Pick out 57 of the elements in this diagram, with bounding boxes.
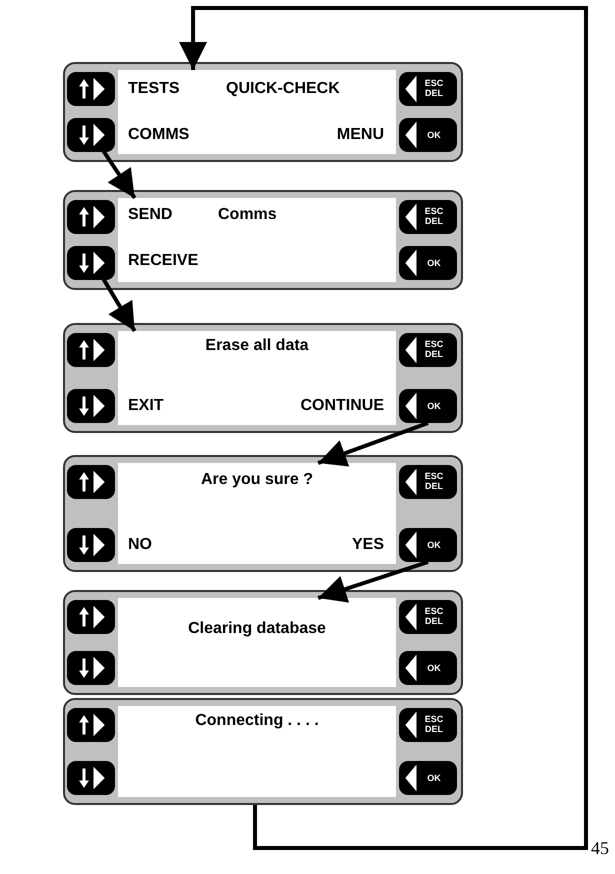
arrow	[101, 277, 136, 332]
screen-text: NO	[128, 536, 152, 554]
screen-text: EXIT	[128, 397, 164, 415]
device-panel	[63, 455, 463, 572]
escape-delete-button: ESC DEL	[399, 465, 457, 499]
scroll-down-button	[67, 118, 115, 152]
escape-delete-button: ESC DEL	[399, 600, 457, 634]
screen-text: MENU	[336, 126, 384, 144]
device-panel	[63, 590, 463, 695]
escape-delete-button: ESC DEL	[399, 708, 457, 742]
screen-text: SEND	[128, 206, 172, 224]
device-panel	[63, 62, 463, 162]
scroll-down-button	[67, 389, 115, 423]
screen-text: Clearing database	[187, 620, 327, 638]
page-number: 45	[591, 838, 609, 859]
scroll-up-button	[67, 200, 115, 234]
scroll-up-button	[67, 465, 115, 499]
arrow	[318, 560, 429, 603]
loop-arrow	[179, 6, 588, 850]
escape-delete-button: ESC DEL	[399, 333, 457, 367]
screen-text: Erase all data	[204, 337, 310, 355]
ok-button: OK	[399, 761, 457, 795]
device-panel	[63, 323, 463, 433]
scroll-down-button	[67, 651, 115, 685]
screen-text: Are you sure ?	[200, 471, 314, 489]
scroll-down-button	[67, 528, 115, 562]
display-screen	[118, 70, 396, 154]
scroll-up-button	[67, 708, 115, 742]
screen-text: Comms	[218, 206, 277, 224]
ok-button: OK	[399, 118, 457, 152]
arrow	[101, 149, 136, 200]
ok-button: OK	[399, 651, 457, 685]
screen-text: RECEIVE	[128, 252, 198, 270]
scroll-up-button	[67, 72, 115, 106]
screen-text: YES	[352, 536, 384, 554]
scroll-up-button	[67, 333, 115, 367]
screen-text: COMMS	[128, 126, 190, 144]
escape-delete-button: ESC DEL	[399, 72, 457, 106]
scroll-down-button	[67, 246, 115, 280]
screen-text: QUICK-CHECK	[226, 80, 340, 98]
display-screen	[118, 198, 396, 282]
device-panel	[63, 698, 463, 805]
display-screen	[118, 706, 396, 797]
scroll-up-button	[67, 600, 115, 634]
screen-text: Connecting . . . .	[194, 712, 320, 730]
scroll-down-button	[67, 761, 115, 795]
arrow	[317, 421, 429, 467]
escape-delete-button: ESC DEL	[399, 200, 457, 234]
device-panel	[63, 190, 463, 290]
display-screen	[118, 598, 396, 687]
ok-button: OK	[399, 528, 457, 562]
ok-button: OK	[399, 246, 457, 280]
screen-text: CONTINUE	[300, 397, 384, 415]
display-screen	[118, 463, 396, 564]
screen-text: TESTS	[128, 80, 180, 98]
display-screen	[118, 331, 396, 425]
ok-button: OK	[399, 389, 457, 423]
